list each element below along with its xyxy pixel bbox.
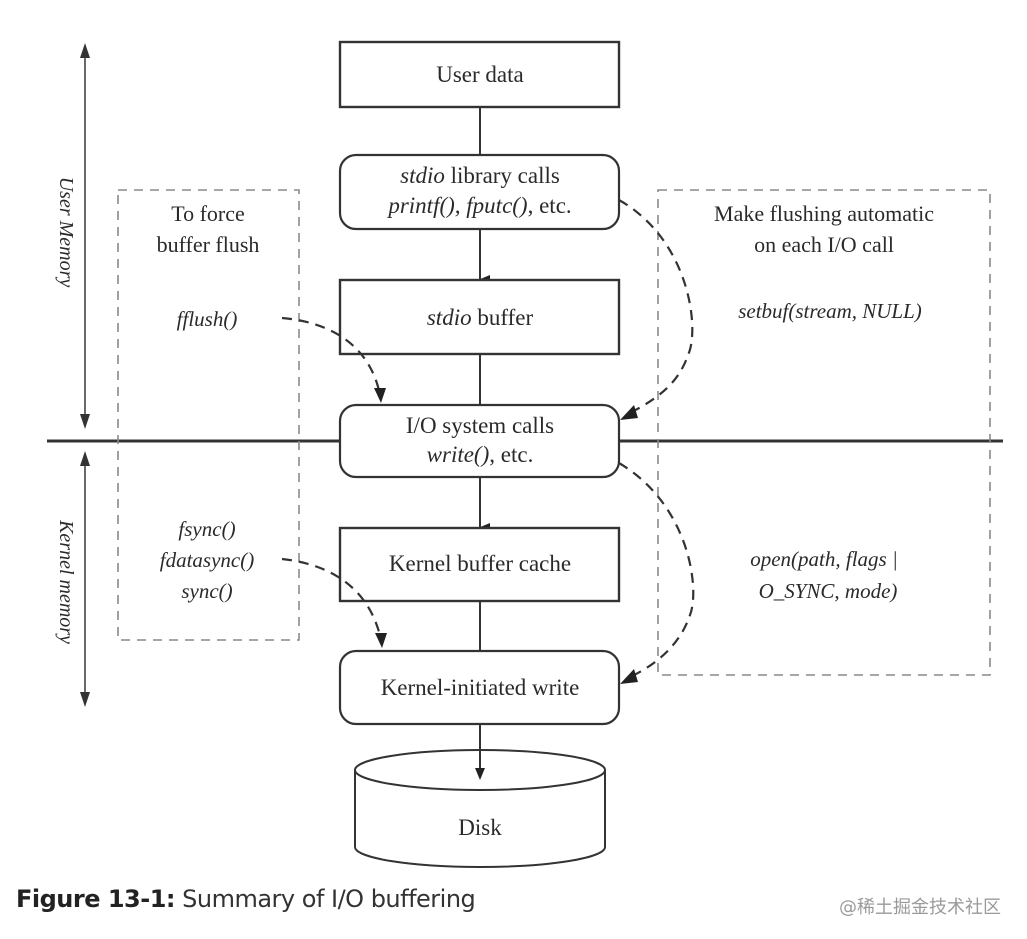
sync-arrow [281, 557, 383, 641]
svg-text:fsync(): fsync() [178, 517, 235, 541]
svg-text:buffer flush: buffer flush [157, 232, 260, 257]
node-stdio-library-calls: stdio library calls printf(), fputc(), e… [338, 153, 621, 231]
figure-caption: Figure 13-1: Summary of I/O buffering [16, 885, 476, 913]
svg-text:open(path, flags |: open(path, flags | [750, 547, 898, 571]
fflush-arrowhead [374, 388, 386, 403]
svg-text:fflush(): fflush() [177, 307, 238, 331]
force-flush-note: To force buffer flush fflush() [157, 201, 260, 331]
sync-arrowhead [375, 633, 387, 648]
svg-text:setbuf(stream, NULL): setbuf(stream, NULL) [738, 299, 922, 323]
figure-caption-text: Summary of I/O buffering [175, 885, 476, 913]
sync-calls-note: fsync() fdatasync() sync() [160, 517, 254, 603]
osync-note: open(path, flags | O_SYNC, mode) [750, 547, 898, 603]
svg-text:sync(): sync() [181, 579, 232, 603]
svg-text:Disk: Disk [458, 815, 502, 840]
node-stdio-buffer: stdio buffer [338, 278, 621, 356]
auto-flush-note: Make flushing automatic on each I/O call… [714, 201, 934, 323]
node-kernel-buffer-cache: Kernel buffer cache [338, 526, 621, 603]
svg-text:I/O system calls: I/O system calls [406, 413, 554, 438]
osync-arrowhead [620, 669, 638, 684]
svg-text:Make flushing automatic: Make flushing automatic [714, 201, 934, 226]
svg-text:on each I/O call: on each I/O call [754, 232, 894, 257]
node-user-data: User data [338, 40, 621, 109]
svg-text:printf(), fputc(), etc.: printf(), fputc(), etc. [386, 193, 571, 218]
node-kernel-initiated-write: Kernel-initiated write [338, 649, 621, 726]
force-flush-note-box [117, 189, 300, 641]
user-memory-label: User Memory [55, 177, 77, 288]
svg-text:User data: User data [436, 62, 524, 87]
kernel-memory-label: Kernel memory [55, 519, 77, 644]
user-memory-arrow [80, 43, 90, 429]
osync-arrow [618, 462, 695, 679]
svg-text:stdio library calls: stdio library calls [400, 163, 560, 188]
setbuf-arrowhead [620, 405, 638, 420]
node-disk: Disk [354, 749, 606, 868]
svg-text:write(), etc.: write(), etc. [427, 442, 534, 467]
auto-flush-note-box [657, 189, 991, 676]
node-io-system-calls: I/O system calls write(), etc. [338, 403, 621, 479]
kernel-memory-arrow [80, 451, 90, 707]
svg-text:To force: To force [171, 201, 245, 226]
figure-caption-label: Figure 13-1: [16, 885, 176, 913]
svg-text:Kernel-initiated write: Kernel-initiated write [381, 675, 580, 700]
setbuf-arrow [618, 199, 694, 415]
watermark: @稀土掘金技术社区 [839, 897, 1001, 918]
svg-text:fdatasync(): fdatasync() [160, 548, 254, 572]
svg-text:stdio buffer: stdio buffer [427, 305, 534, 330]
svg-text:O_SYNC, mode): O_SYNC, mode) [759, 579, 898, 603]
svg-text:Kernel buffer cache: Kernel buffer cache [389, 551, 571, 576]
